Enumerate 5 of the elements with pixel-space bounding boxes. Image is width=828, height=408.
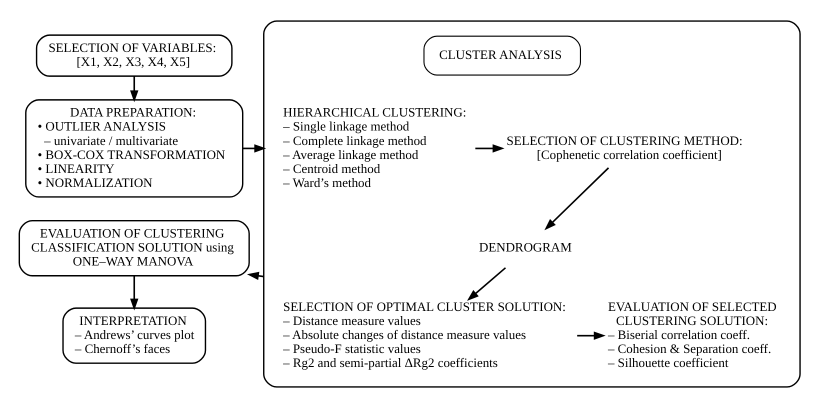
node-text: SELECTION OF CLUSTERING METHOD: [Cophenetic correlation coefficient] — [506, 132, 743, 162]
node-text: DENDROGRAM — [479, 240, 572, 255]
node-text: HIERARCHICAL CLUSTERING: – Single linkage method – Complete linkage method – Average linkage method – Centroid method – Ward’s method — [283, 104, 466, 190]
node-text: EVALUATION OF SELECTED CLUSTERING SOLUTION: – Biserial correlation coeff. – Cohesion & Separation coeff. – Silhouette coefficient — [608, 298, 777, 370]
node-text: SELECTION OF OPTIMAL CLUSTER SOLUTION: – Distance measure values – Absolute changes of distance measure values – Pseudo-F statistic values – Rg2 and semi-partial ΔRg2 coefficients — [283, 298, 566, 370]
